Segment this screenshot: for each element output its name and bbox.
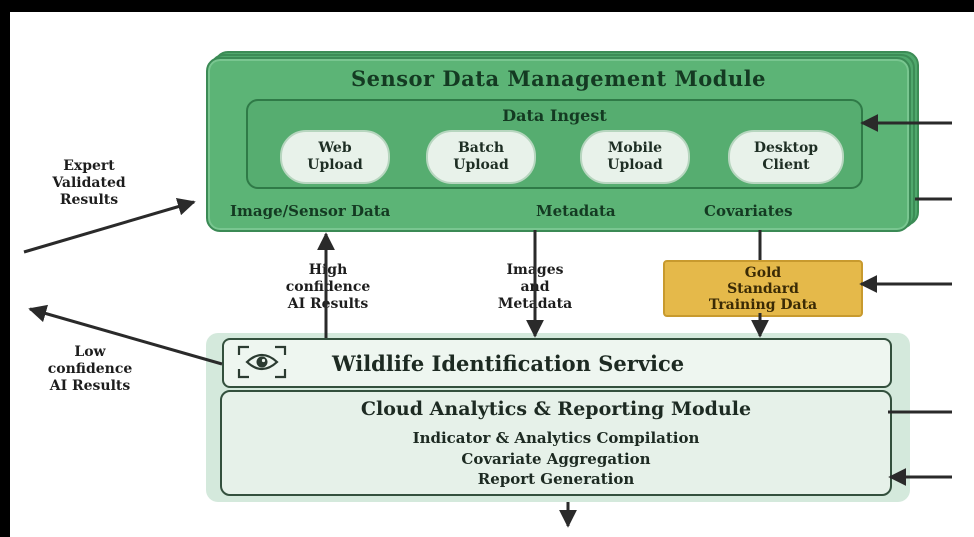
- wildlife-identification-service: Wildlife Identification Service: [222, 338, 892, 388]
- arrow-low-confidence: [28, 304, 223, 366]
- label-low-confidence-results: Low confidence AI Results: [47, 344, 133, 394]
- cloud-analytics-reporting-module: Cloud Analytics & Reporting Module Indic…: [220, 390, 892, 496]
- cloud-item-indicator-compilation: Indicator & Analytics Compilation: [412, 429, 700, 447]
- ingest-web-upload: Web Upload: [280, 130, 390, 184]
- eye-scan-icon: [237, 345, 287, 379]
- cloud-module-title: Cloud Analytics & Reporting Module: [360, 398, 752, 420]
- arrow-expert-validated: [23, 197, 196, 254]
- data-ingest-panel: Data Ingest Web Upload Batch Upload Mobi…: [246, 99, 863, 189]
- output-image-sensor-data: Image/Sensor Data: [230, 202, 391, 220]
- gold-standard-training-data: Gold Standard Training Data: [663, 260, 863, 317]
- sensor-data-management-module: Sensor Data Management Module Data Inges…: [206, 57, 911, 232]
- sensor-module-title: Sensor Data Management Module: [350, 66, 767, 91]
- wildlife-service-title: Wildlife Identification Service: [332, 351, 685, 376]
- cloud-item-covariate-aggregation: Covariate Aggregation: [461, 450, 651, 468]
- output-covariates: Covariates: [704, 202, 793, 220]
- ingest-batch-upload: Batch Upload: [426, 130, 536, 184]
- output-metadata: Metadata: [536, 202, 616, 220]
- ingest-desktop-client: Desktop Client: [728, 130, 844, 184]
- ingest-mobile-upload: Mobile Upload: [580, 130, 690, 184]
- cloud-item-report-generation: Report Generation: [477, 470, 635, 488]
- label-expert-validated-results: Expert Validated Results: [52, 158, 126, 208]
- data-ingest-title: Data Ingest: [502, 106, 607, 125]
